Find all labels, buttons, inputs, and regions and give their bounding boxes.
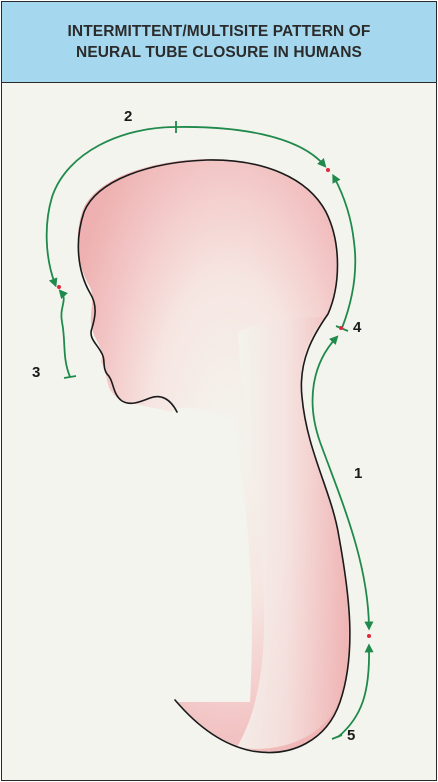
closure-meeting-point-caudal	[367, 634, 371, 638]
closure-start-bar-5	[332, 735, 342, 739]
closure-label-4: 4	[353, 319, 362, 336]
closure-arrow-1-up	[313, 338, 336, 442]
closure-arrow-3	[61, 292, 70, 377]
closure-label-1: 1	[354, 465, 362, 482]
closure-meeting-point-head-top	[326, 168, 330, 172]
figure-header: INTERMITTENT/MULTISITE PATTERN OF NEURAL…	[2, 2, 436, 83]
figure-title-line-2: NEURAL TUBE CLOSURE IN HUMANS	[76, 42, 362, 63]
closure-arrow-2-right	[176, 127, 324, 165]
closure-label-2: 2	[124, 108, 132, 125]
figure-title-line-1: INTERMITTENT/MULTISITE PATTERN OF	[68, 21, 371, 42]
closure-meeting-point-face	[57, 285, 61, 289]
closure-start-bar-3	[64, 376, 76, 378]
neural-tube-diagram: 2 3 4 1 5	[2, 83, 436, 780]
closure-label-5: 5	[347, 727, 355, 744]
closure-meeting-point-hindbrain	[339, 326, 343, 330]
closure-label-3: 3	[32, 364, 40, 381]
